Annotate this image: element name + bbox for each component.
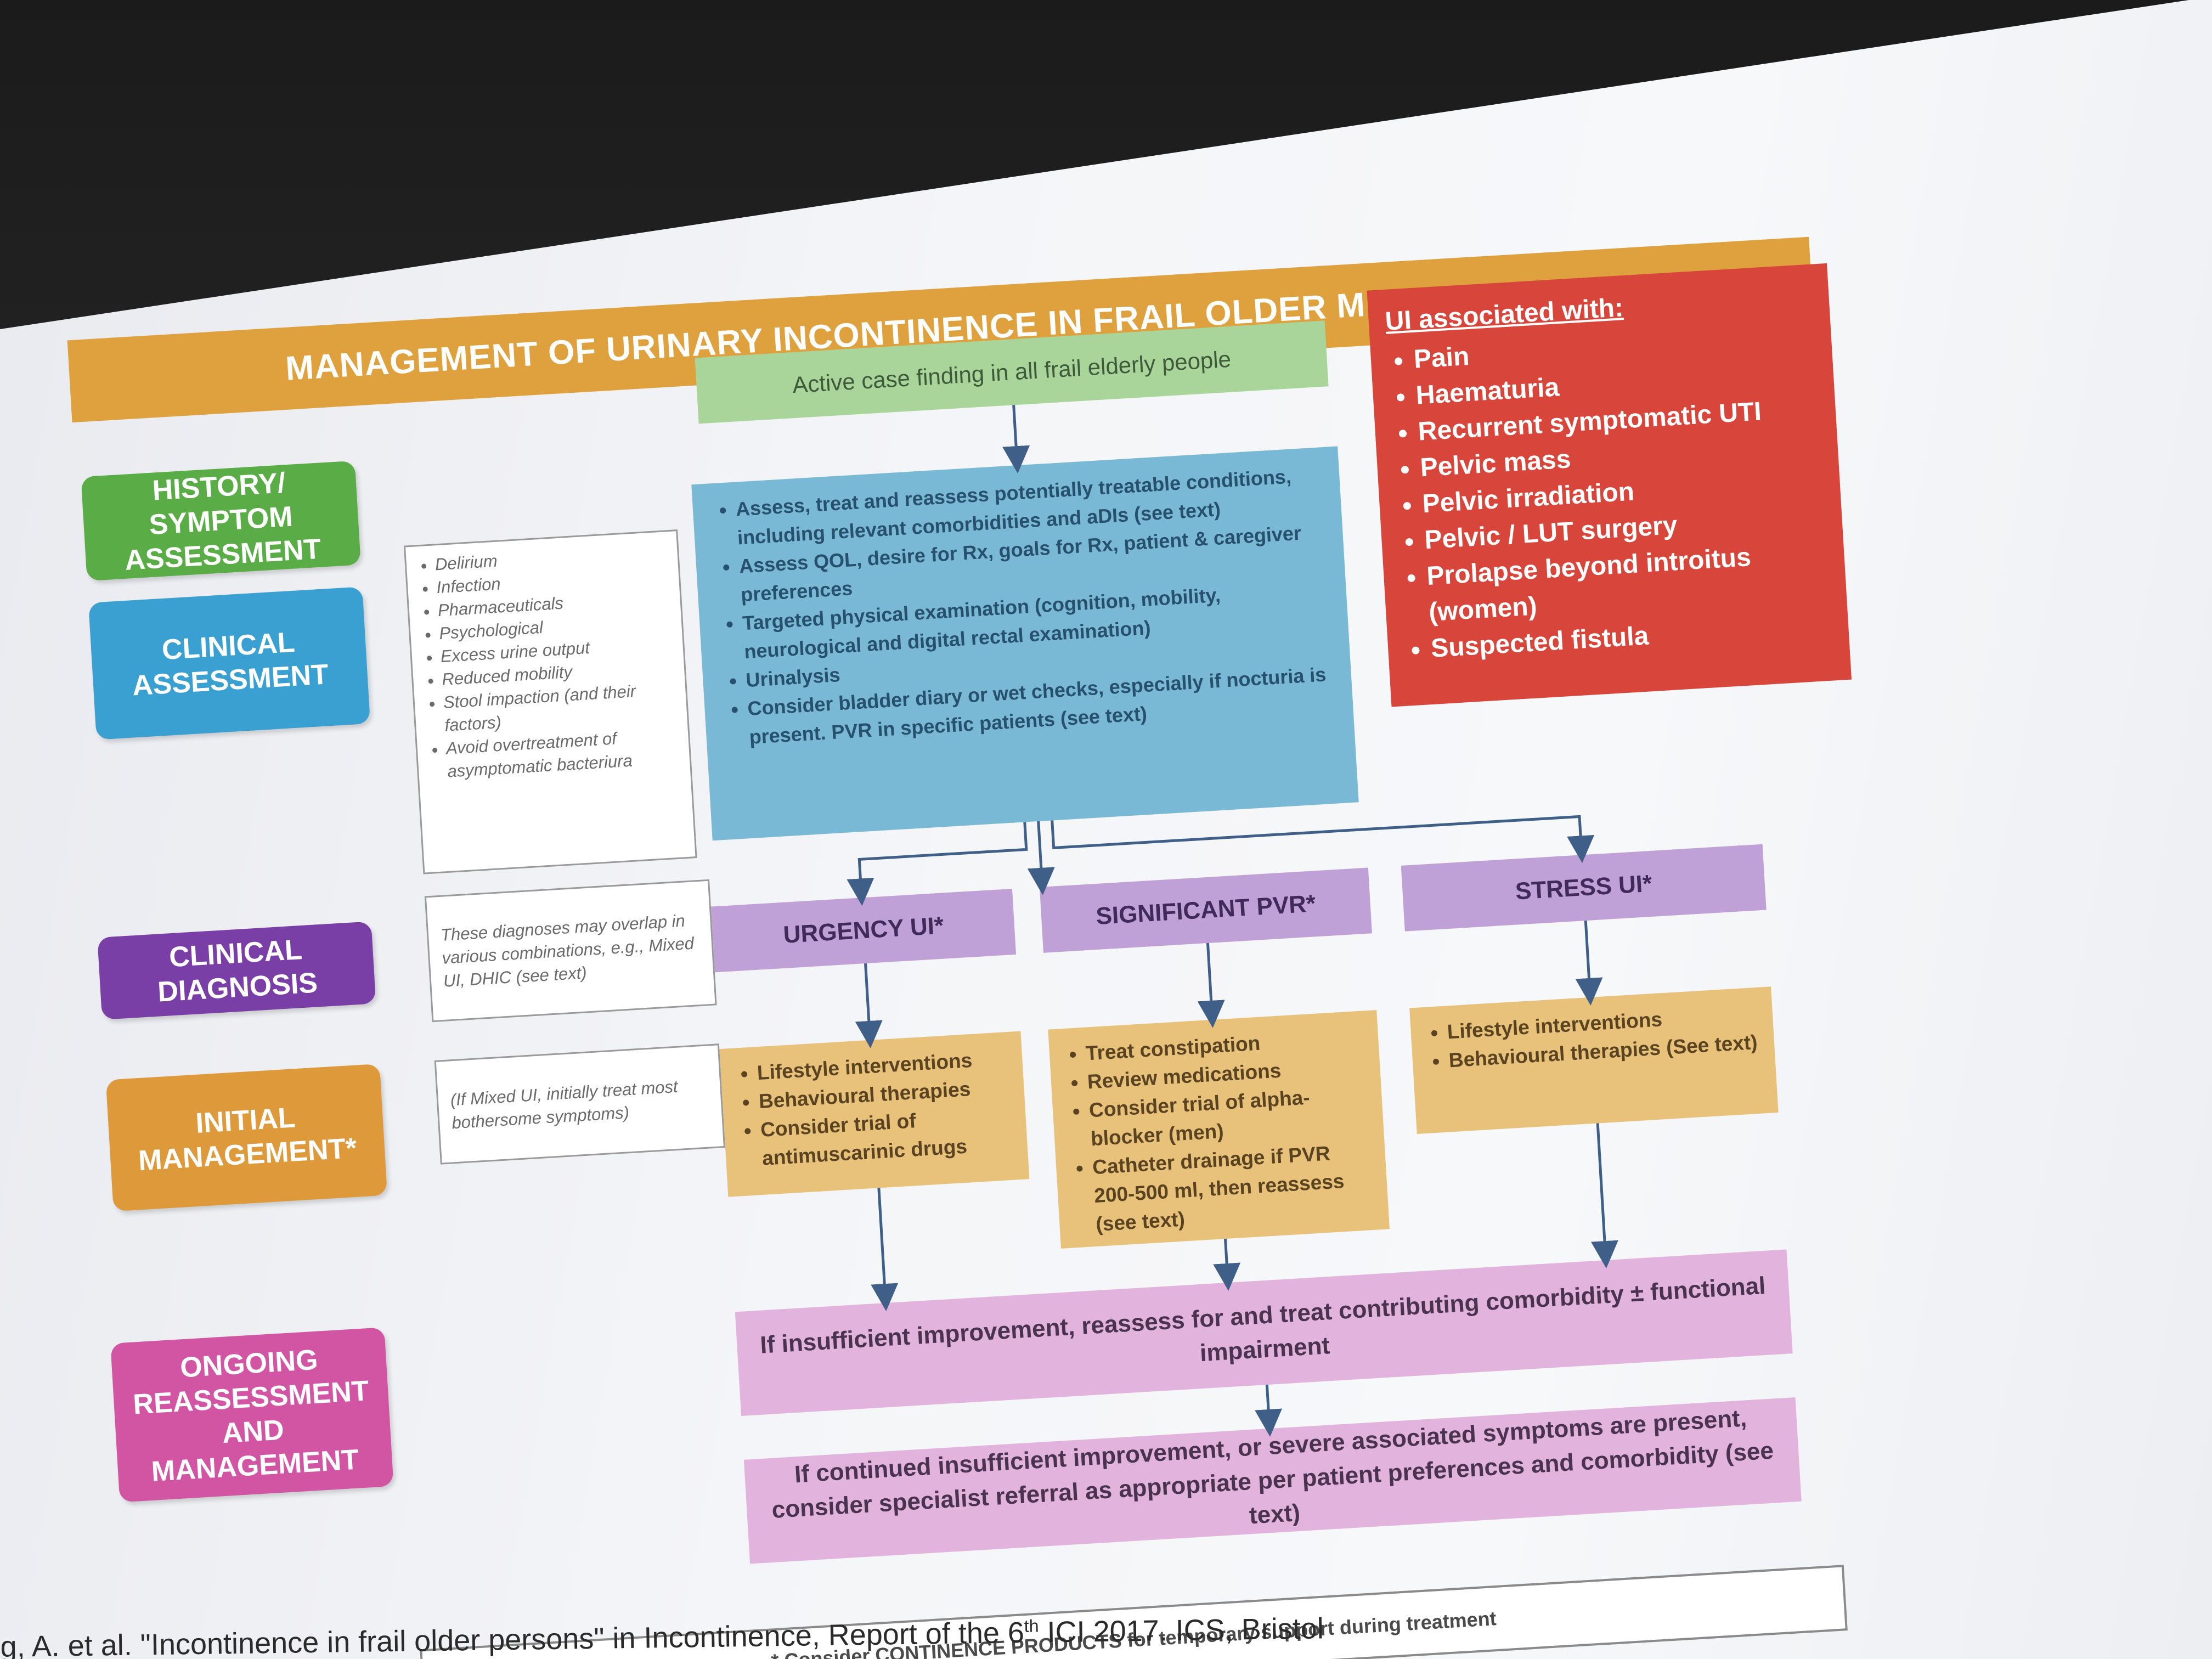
arrow-urgency-mgmt-to-ongoing [871, 1188, 899, 1311]
citation-superscript: th [1024, 1616, 1039, 1636]
arrow-stress-mgmt-to-ongoing [1590, 1123, 1618, 1268]
arrow-pvr-to-mgmt [1197, 943, 1225, 1028]
arrow-assess-to-stress [1051, 815, 1595, 864]
citation-text-end: ICI 2017. ICS, Bristol [1039, 1612, 1324, 1649]
arrow-assess-to-urgency [847, 822, 1028, 906]
arrow-stress-to-mgmt [1575, 920, 1603, 1006]
arrow-ongoing-1-to-2 [1255, 1384, 1283, 1437]
arrow-assess-to-pvr [1027, 821, 1055, 895]
arrow-urgency-to-mgmt [855, 963, 883, 1048]
arrow-pvr-mgmt-to-ongoing [1213, 1238, 1241, 1291]
arrow-case-to-assess [1002, 405, 1030, 474]
